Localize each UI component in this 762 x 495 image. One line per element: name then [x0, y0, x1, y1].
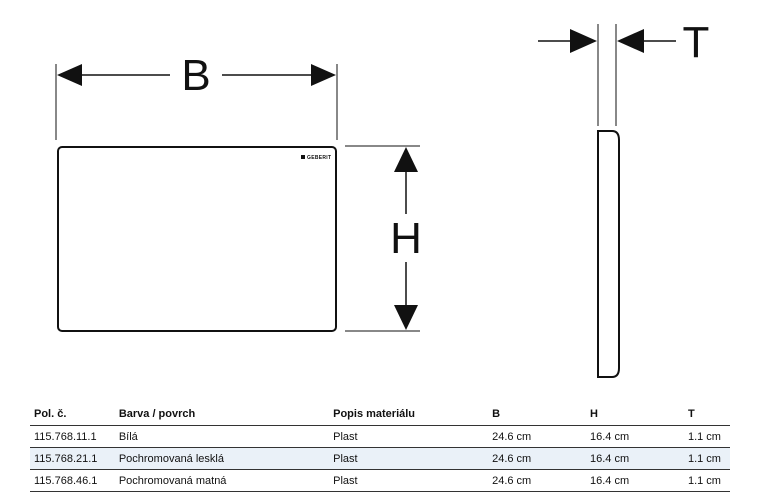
specification-table: Pol. č. Barva / povrch Popis materiálu B… — [30, 403, 730, 492]
cell-thickness: 1.1 cm — [683, 447, 730, 470]
table-row: 115.768.11.1 Bílá Plast 24.6 cm 16.4 cm … — [30, 425, 730, 448]
header-width: B — [488, 403, 587, 426]
height-label: H — [390, 214, 422, 263]
cell-item-number: 115.768.46.1 — [30, 469, 115, 492]
cell-width: 24.6 cm — [488, 447, 587, 470]
height-arrow-top — [394, 147, 418, 172]
cell-thickness: 1.1 cm — [683, 469, 730, 492]
cell-material: Plast — [329, 469, 489, 492]
table-header-row: Pol. č. Barva / povrch Popis materiálu B… — [30, 403, 730, 426]
table-row: 115.768.46.1 Pochromovaná matná Plast 24… — [30, 469, 730, 492]
width-dimension: B — [55, 51, 338, 140]
cell-height: 16.4 cm — [586, 469, 684, 492]
cell-item-number: 115.768.21.1 — [30, 447, 115, 470]
width-label: B — [181, 51, 210, 100]
cell-width: 24.6 cm — [488, 469, 587, 492]
cell-height: 16.4 cm — [586, 425, 684, 448]
cell-item-number: 115.768.11.1 — [30, 425, 115, 448]
height-arrow-bottom — [394, 305, 418, 330]
front-view-plate — [57, 146, 337, 332]
thickness-label: T — [683, 18, 710, 67]
cell-color-finish: Bílá — [114, 425, 330, 448]
width-arrow-left — [57, 64, 82, 86]
cell-material: Plast — [329, 425, 489, 448]
width-arrow-right — [311, 64, 336, 86]
thickness-arrow-right — [617, 29, 644, 53]
cell-height: 16.4 cm — [586, 447, 684, 470]
header-material: Popis materiálu — [329, 403, 489, 426]
height-dimension: H — [345, 145, 422, 332]
side-view-plate — [597, 130, 620, 378]
thickness-arrow-left — [570, 29, 597, 53]
technical-drawing: GEBERIT B H T — [55, 18, 709, 378]
thickness-dimension: T — [538, 18, 709, 126]
cell-color-finish: Pochromovaná lesklá — [114, 447, 330, 470]
header-thickness: T — [683, 403, 730, 426]
header-height: H — [586, 403, 684, 426]
cell-width: 24.6 cm — [488, 425, 587, 448]
cell-material: Plast — [329, 447, 489, 470]
header-color-finish: Barva / povrch — [114, 403, 330, 426]
header-item-number: Pol. č. — [30, 403, 115, 426]
svg-text:GEBERIT: GEBERIT — [307, 155, 331, 161]
geberit-logo: GEBERIT — [301, 155, 331, 161]
table-row: 115.768.21.1 Pochromovaná lesklá Plast 2… — [30, 447, 730, 470]
cell-thickness: 1.1 cm — [683, 425, 730, 448]
cell-color-finish: Pochromovaná matná — [114, 469, 330, 492]
